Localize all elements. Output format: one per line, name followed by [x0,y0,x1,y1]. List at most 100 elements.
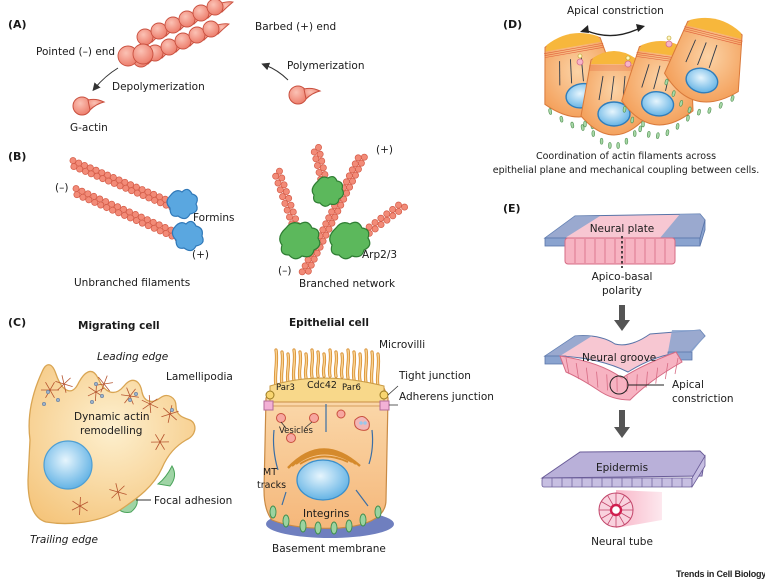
actin-bead [81,167,89,175]
apical-constriction-title: Apical constriction [567,5,664,17]
down-arrow-2 [614,410,630,438]
actin-cable [685,39,696,63]
actin-bead [314,162,321,170]
actin-bead [383,216,391,224]
adhesion-bump [583,120,587,128]
actin-cable [559,61,561,86]
cdc42-label: Cdc42 [307,380,337,391]
integrin [359,513,367,527]
actin-bead [383,210,391,218]
actin-subunit [178,10,196,28]
groove-cell [575,363,580,380]
actin-bead [389,206,397,213]
actin-bead [286,213,293,221]
adhesion-bump [608,142,612,149]
microvillus-core [340,353,344,378]
actin-bead [315,143,322,151]
tight-junction [666,35,672,41]
nucleus [685,67,719,94]
adhesion-bump [730,95,735,102]
journal-credit: Trends in Cell Biology [676,569,765,579]
actin-bead [156,227,164,235]
actin-subunit [132,43,154,65]
actin-subunit-tail [216,23,230,35]
adhesion-bump [570,121,575,129]
arp23-label: Arp2/3 [362,249,397,261]
panel-e-label: (E) [503,202,521,215]
cell-junction [624,60,632,68]
formin-bottom [171,220,204,252]
adhesion-bump [646,131,651,138]
actin-bead [69,157,77,165]
actin-filament [87,387,105,397]
microvillus-core [304,353,308,379]
vesicle [336,409,346,419]
lamellipodia-label: Lamellipodia [166,371,233,383]
g-actin-incoming [288,85,322,105]
actin-cable [708,44,718,69]
actin-bead [109,206,117,214]
dynamic-actin-label-2: remodelling [80,425,142,437]
panel-d-label: (D) [503,18,522,31]
barbed-end-label: Barbed (+) end [255,21,336,33]
actin-filament [141,399,159,409]
arp-node [133,391,139,397]
actin-bead [377,214,385,222]
adhesion-bump [687,106,692,114]
integrin [345,519,353,533]
actin-bead [318,157,326,165]
actin-bead [79,193,87,201]
branched-caption: Branched network [299,278,396,290]
mt-tracks-label-1: MT [263,467,277,478]
actin-bead [279,193,287,201]
actin-bead [365,223,373,231]
apical-cap [686,17,742,39]
actin-bead [144,222,152,230]
actin-subunit-tail [220,1,234,13]
actin-cable [641,64,650,88]
actin-bead [139,192,147,199]
neural-tube [598,490,662,528]
f-actin-filament [117,0,234,68]
actin-subunit [202,20,220,38]
formin-top [166,188,198,220]
apico-basal-label-1: Apico-basal [592,271,653,283]
actin-bead [121,211,128,219]
groove-cell [655,367,659,384]
actin-bead [276,167,283,175]
actin-subunit [206,0,224,16]
arp-node [55,397,61,403]
actin-bead [301,262,309,270]
microtubule [272,429,279,471]
integrin [330,521,338,535]
tight-junction-left [265,390,275,400]
vesicle [309,413,319,423]
actin-bead [91,198,99,206]
microvillus-core [310,349,314,378]
actin-bead [115,209,122,217]
apical-label-1: Apical [672,379,704,391]
microvillus-core [358,353,362,382]
groove-cell [636,374,638,391]
epithelial-sheet [544,17,743,149]
actin-bead [133,189,141,197]
actin-filament [79,496,81,516]
apical-cap [545,33,601,52]
actin-filament [45,382,55,398]
apical-cap [591,51,637,64]
adhesion-bump [686,114,690,122]
actin-bead [72,185,80,193]
actin-bead [162,230,170,237]
apico-basal-label-2: polarity [602,285,642,297]
neural-tube-cell [618,495,625,506]
arp-node [89,399,95,405]
neural-plate-label: Neural plate [590,223,655,235]
actin-bead [132,217,140,225]
constriction-arrowhead-left [580,25,589,33]
microtubule [355,489,369,507]
adhesion-bump [679,100,684,107]
groove-cell [565,357,570,375]
vesicle-leader [280,421,287,429]
arp-node [93,381,99,387]
integrin [299,519,307,533]
